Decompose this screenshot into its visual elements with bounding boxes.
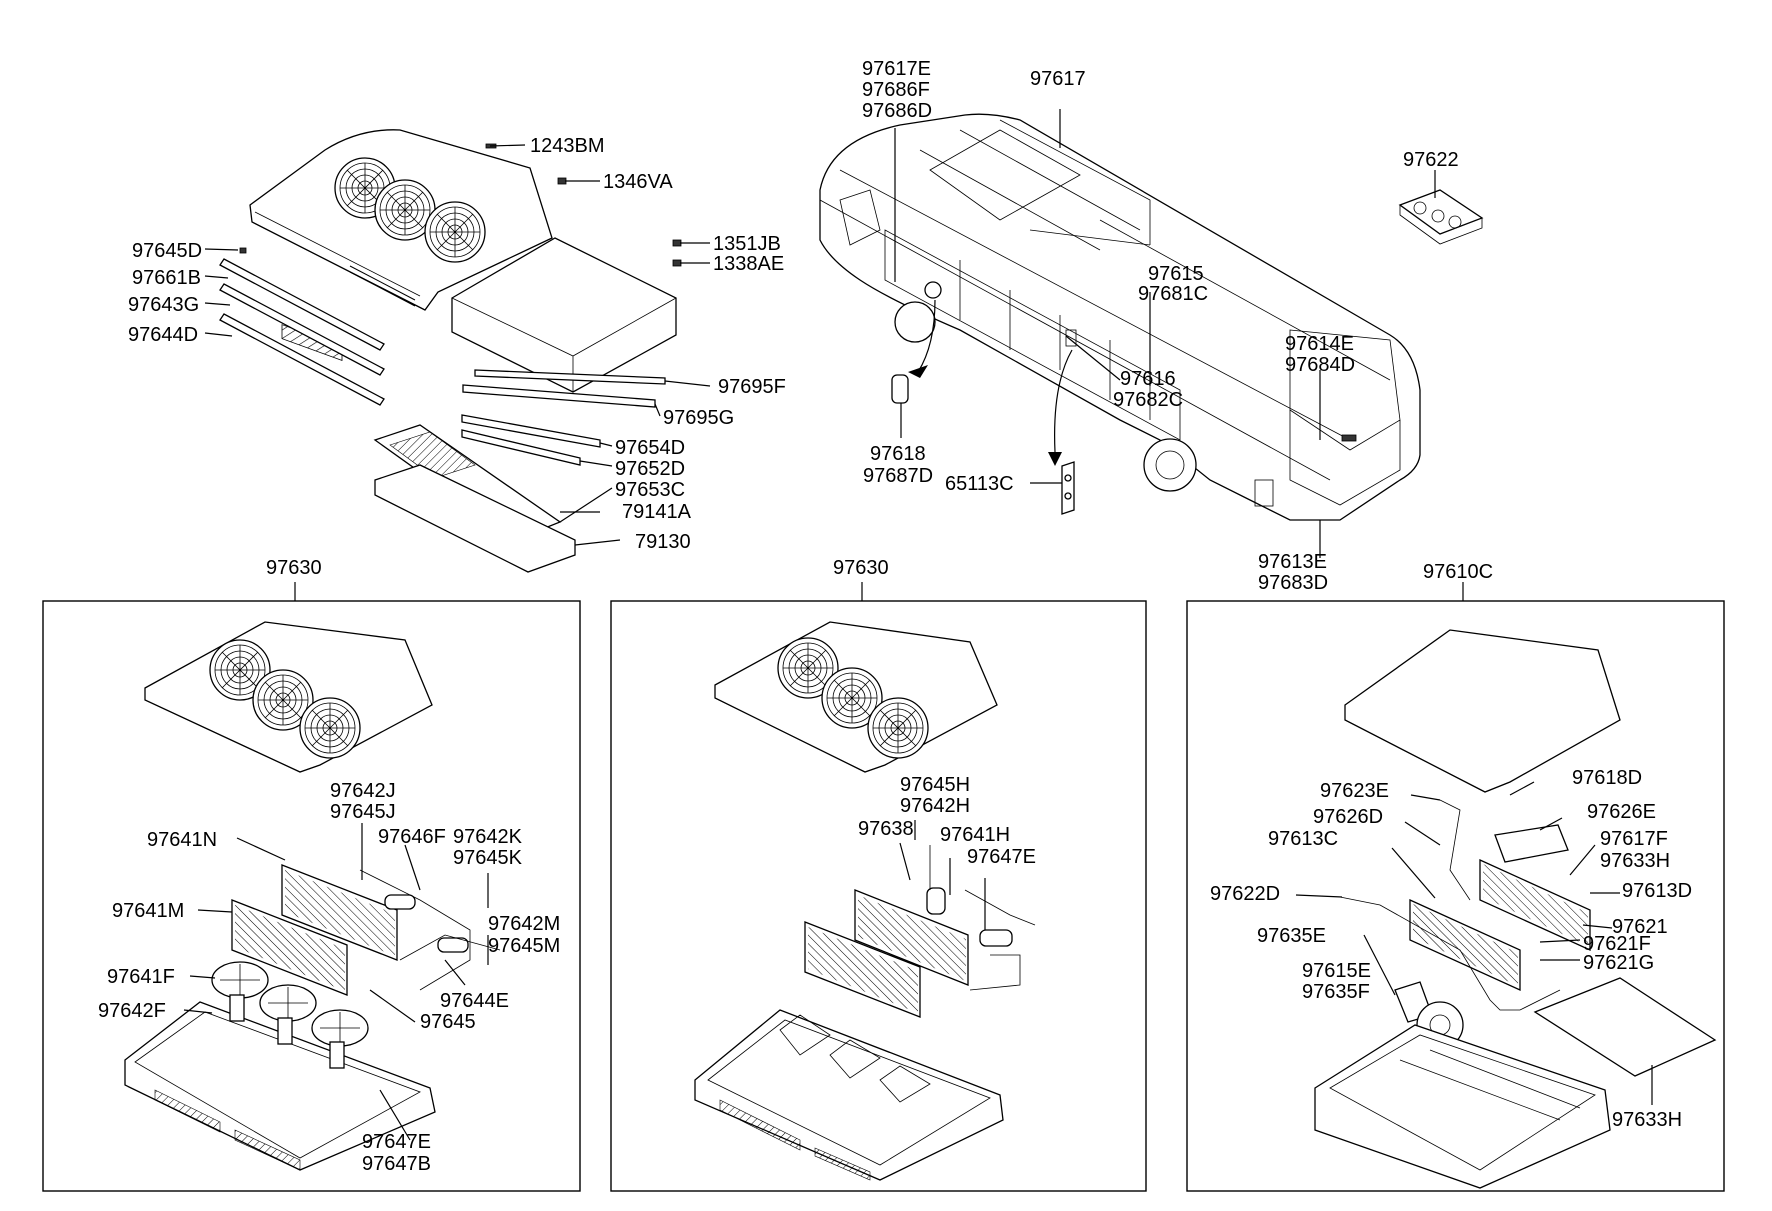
callout-97653C: 97653C (615, 479, 685, 501)
callout-97695F: 97695F (718, 376, 786, 398)
callout-97661B: 97661B (132, 267, 201, 289)
panel-1-parts (124, 621, 501, 1171)
callout-97613C: 97613C (1268, 828, 1338, 850)
callout-97635F: 97635F (1302, 981, 1370, 1003)
leader-lines-top-left (204, 144, 711, 546)
callout-97645H: 97645H (900, 774, 970, 796)
leader-lines-bus (894, 109, 1436, 558)
callout-97638: 97638 (858, 818, 914, 840)
callout-97687D: 97687D (863, 465, 933, 487)
callout-97633H-sheet: 97633H (1612, 1109, 1682, 1131)
callout-97617F: 97617F (1600, 828, 1668, 850)
callout-97642M: 97642M (488, 913, 560, 935)
callout-65113C: 65113C (945, 473, 1014, 495)
callout-97646F: 97646F (378, 826, 446, 848)
callout-97613E: 97613E (1258, 551, 1327, 573)
callout-1338AE: 1338AE (713, 253, 784, 275)
callout-97621G: 97621G (1583, 952, 1654, 974)
callout-79141A: 79141A (622, 501, 692, 523)
callout-97642H: 97642H (900, 795, 970, 817)
callout-97613D: 97613D (1622, 880, 1692, 902)
callout-97645K: 97645K (453, 847, 523, 869)
callout-97647E-panel2: 97647E (967, 846, 1036, 868)
panel-title-97630-middle: 97630 (833, 557, 889, 579)
callout-97695G: 97695G (663, 407, 734, 429)
panel-title-97610C: 97610C (1423, 561, 1493, 583)
callout-97626E: 97626E (1587, 801, 1656, 823)
callout-97686F: 97686F (862, 79, 930, 101)
fan-icon (424, 201, 486, 263)
roof-unit-exploded (219, 129, 682, 573)
callout-97644D: 97644D (128, 324, 198, 346)
callout-97643G: 97643G (128, 294, 199, 316)
callout-97615: 97615 (1148, 263, 1204, 285)
callout-labels: 1243BM 1346VA 1351JB 1338AE 97645D 97661… (98, 58, 1692, 1175)
callout-97635E: 97635E (1257, 925, 1326, 947)
callout-97642J: 97642J (330, 780, 396, 802)
callout-97621F: 97621F (1583, 933, 1651, 955)
callout-97645M: 97645M (488, 935, 560, 957)
callout-97617E: 97617E (862, 58, 931, 80)
callout-97652D: 97652D (615, 458, 685, 480)
callout-97654D: 97654D (615, 437, 685, 459)
callout-97626D: 97626D (1313, 806, 1383, 828)
callout-97681C: 97681C (1138, 283, 1208, 305)
callout-97686D: 97686D (862, 100, 932, 122)
leader-lines-panel-1 (183, 823, 489, 1141)
callout-97641N: 97641N (147, 829, 217, 851)
leader-lines-panel-2 (899, 820, 986, 930)
callout-97615E: 97615E (1302, 960, 1371, 982)
callout-97622D: 97622D (1210, 883, 1280, 905)
bus-illustration (819, 113, 1421, 521)
panel-3-parts (1314, 629, 1717, 1189)
callout-97617: 97617 (1030, 68, 1086, 90)
callout-97642K: 97642K (453, 826, 523, 848)
callout-97645J: 97645J (330, 801, 396, 823)
leader-lines-panel-3 (1295, 781, 1653, 1105)
callout-97641M: 97641M (112, 900, 184, 922)
callout-97647B: 97647B (362, 1153, 431, 1175)
panel-97630-left (42, 600, 581, 1192)
callout-97618: 97618 (870, 443, 926, 465)
callout-97683D: 97683D (1258, 572, 1328, 594)
callout-79130: 79130 (635, 531, 691, 553)
callout-97645: 97645 (420, 1011, 476, 1033)
fan-icon (299, 697, 361, 759)
callout-97616: 97616 (1120, 368, 1176, 390)
callout-97633H: 97633H (1600, 850, 1670, 872)
callout-97645D: 97645D (132, 240, 202, 262)
panel-2-parts (694, 621, 1036, 1181)
callout-97644E: 97644E (440, 990, 509, 1012)
callout-97641H: 97641H (940, 824, 1010, 846)
callout-97618D: 97618D (1572, 767, 1642, 789)
fan-icon (867, 697, 929, 759)
panel-97610C-right (1186, 600, 1725, 1192)
callout-1346VA: 1346VA (603, 171, 673, 193)
callout-97684D: 97684D (1285, 354, 1355, 376)
panel-97630-middle (610, 600, 1147, 1192)
callout-97614E: 97614E (1285, 333, 1354, 355)
callout-97621: 97621 (1612, 916, 1668, 938)
callout-97682C: 97682C (1113, 389, 1183, 411)
callout-1243BM: 1243BM (530, 135, 605, 157)
panel-title-97630-left: 97630 (266, 557, 322, 579)
callout-97622: 97622 (1403, 149, 1459, 171)
callout-97623E: 97623E (1320, 780, 1389, 802)
callout-97642F: 97642F (98, 1000, 166, 1022)
callout-1351JB: 1351JB (713, 233, 781, 255)
callout-97641F: 97641F (107, 966, 175, 988)
callout-97647E: 97647E (362, 1131, 431, 1153)
